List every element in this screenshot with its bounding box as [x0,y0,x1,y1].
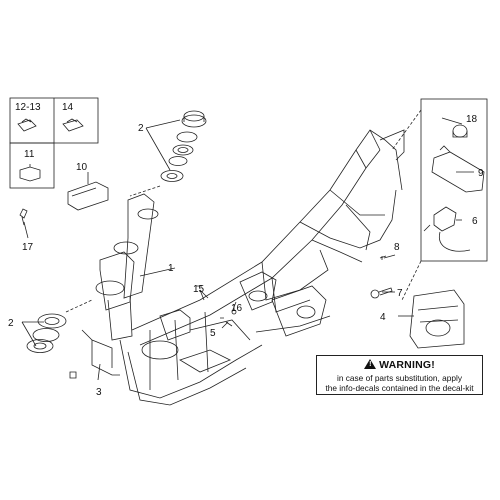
clip-part [17,118,37,132]
callout-10: 10 [76,162,88,173]
callout-16: 16 [231,303,243,314]
callout-17: 17 [22,242,34,253]
callout-5: 5 [210,328,216,339]
callout-2-top: 2 [138,123,144,134]
callout-11: 11 [24,149,35,160]
warning-title-row: !WARNING! [317,358,482,371]
decal-kit-bag [409,289,465,349]
rear-mount [271,285,327,337]
callout-1: 1 [168,263,174,274]
callout-14: 14 [62,102,74,113]
callout-2-bottom: 2 [8,318,14,329]
callout-6: 6 [472,216,478,227]
head-tube [123,193,155,299]
callout-4: 4 [380,312,386,323]
frame-main-tube [131,129,403,331]
leader-lines [145,119,181,171]
callout-7: 7 [397,288,403,299]
box-lock-set [420,98,488,262]
box-nut [9,142,55,189]
callout-12-13: 12-13 [15,102,41,113]
warning-line-2: the info-decals contained in the decal-k… [325,383,474,393]
warning-box: !WARNING! in case of parts substitution,… [316,355,483,395]
callout-9: 9 [478,168,484,179]
warning-triangle-icon: ! [364,359,377,369]
bracket-3 [81,329,120,376]
warning-title: WARNING! [379,359,435,371]
callout-18: 18 [466,114,478,125]
callout-15: 15 [193,284,205,295]
warning-line-1: in case of parts substitution, apply [337,373,462,383]
callout-3: 3 [96,387,102,398]
callout-8: 8 [394,242,400,253]
